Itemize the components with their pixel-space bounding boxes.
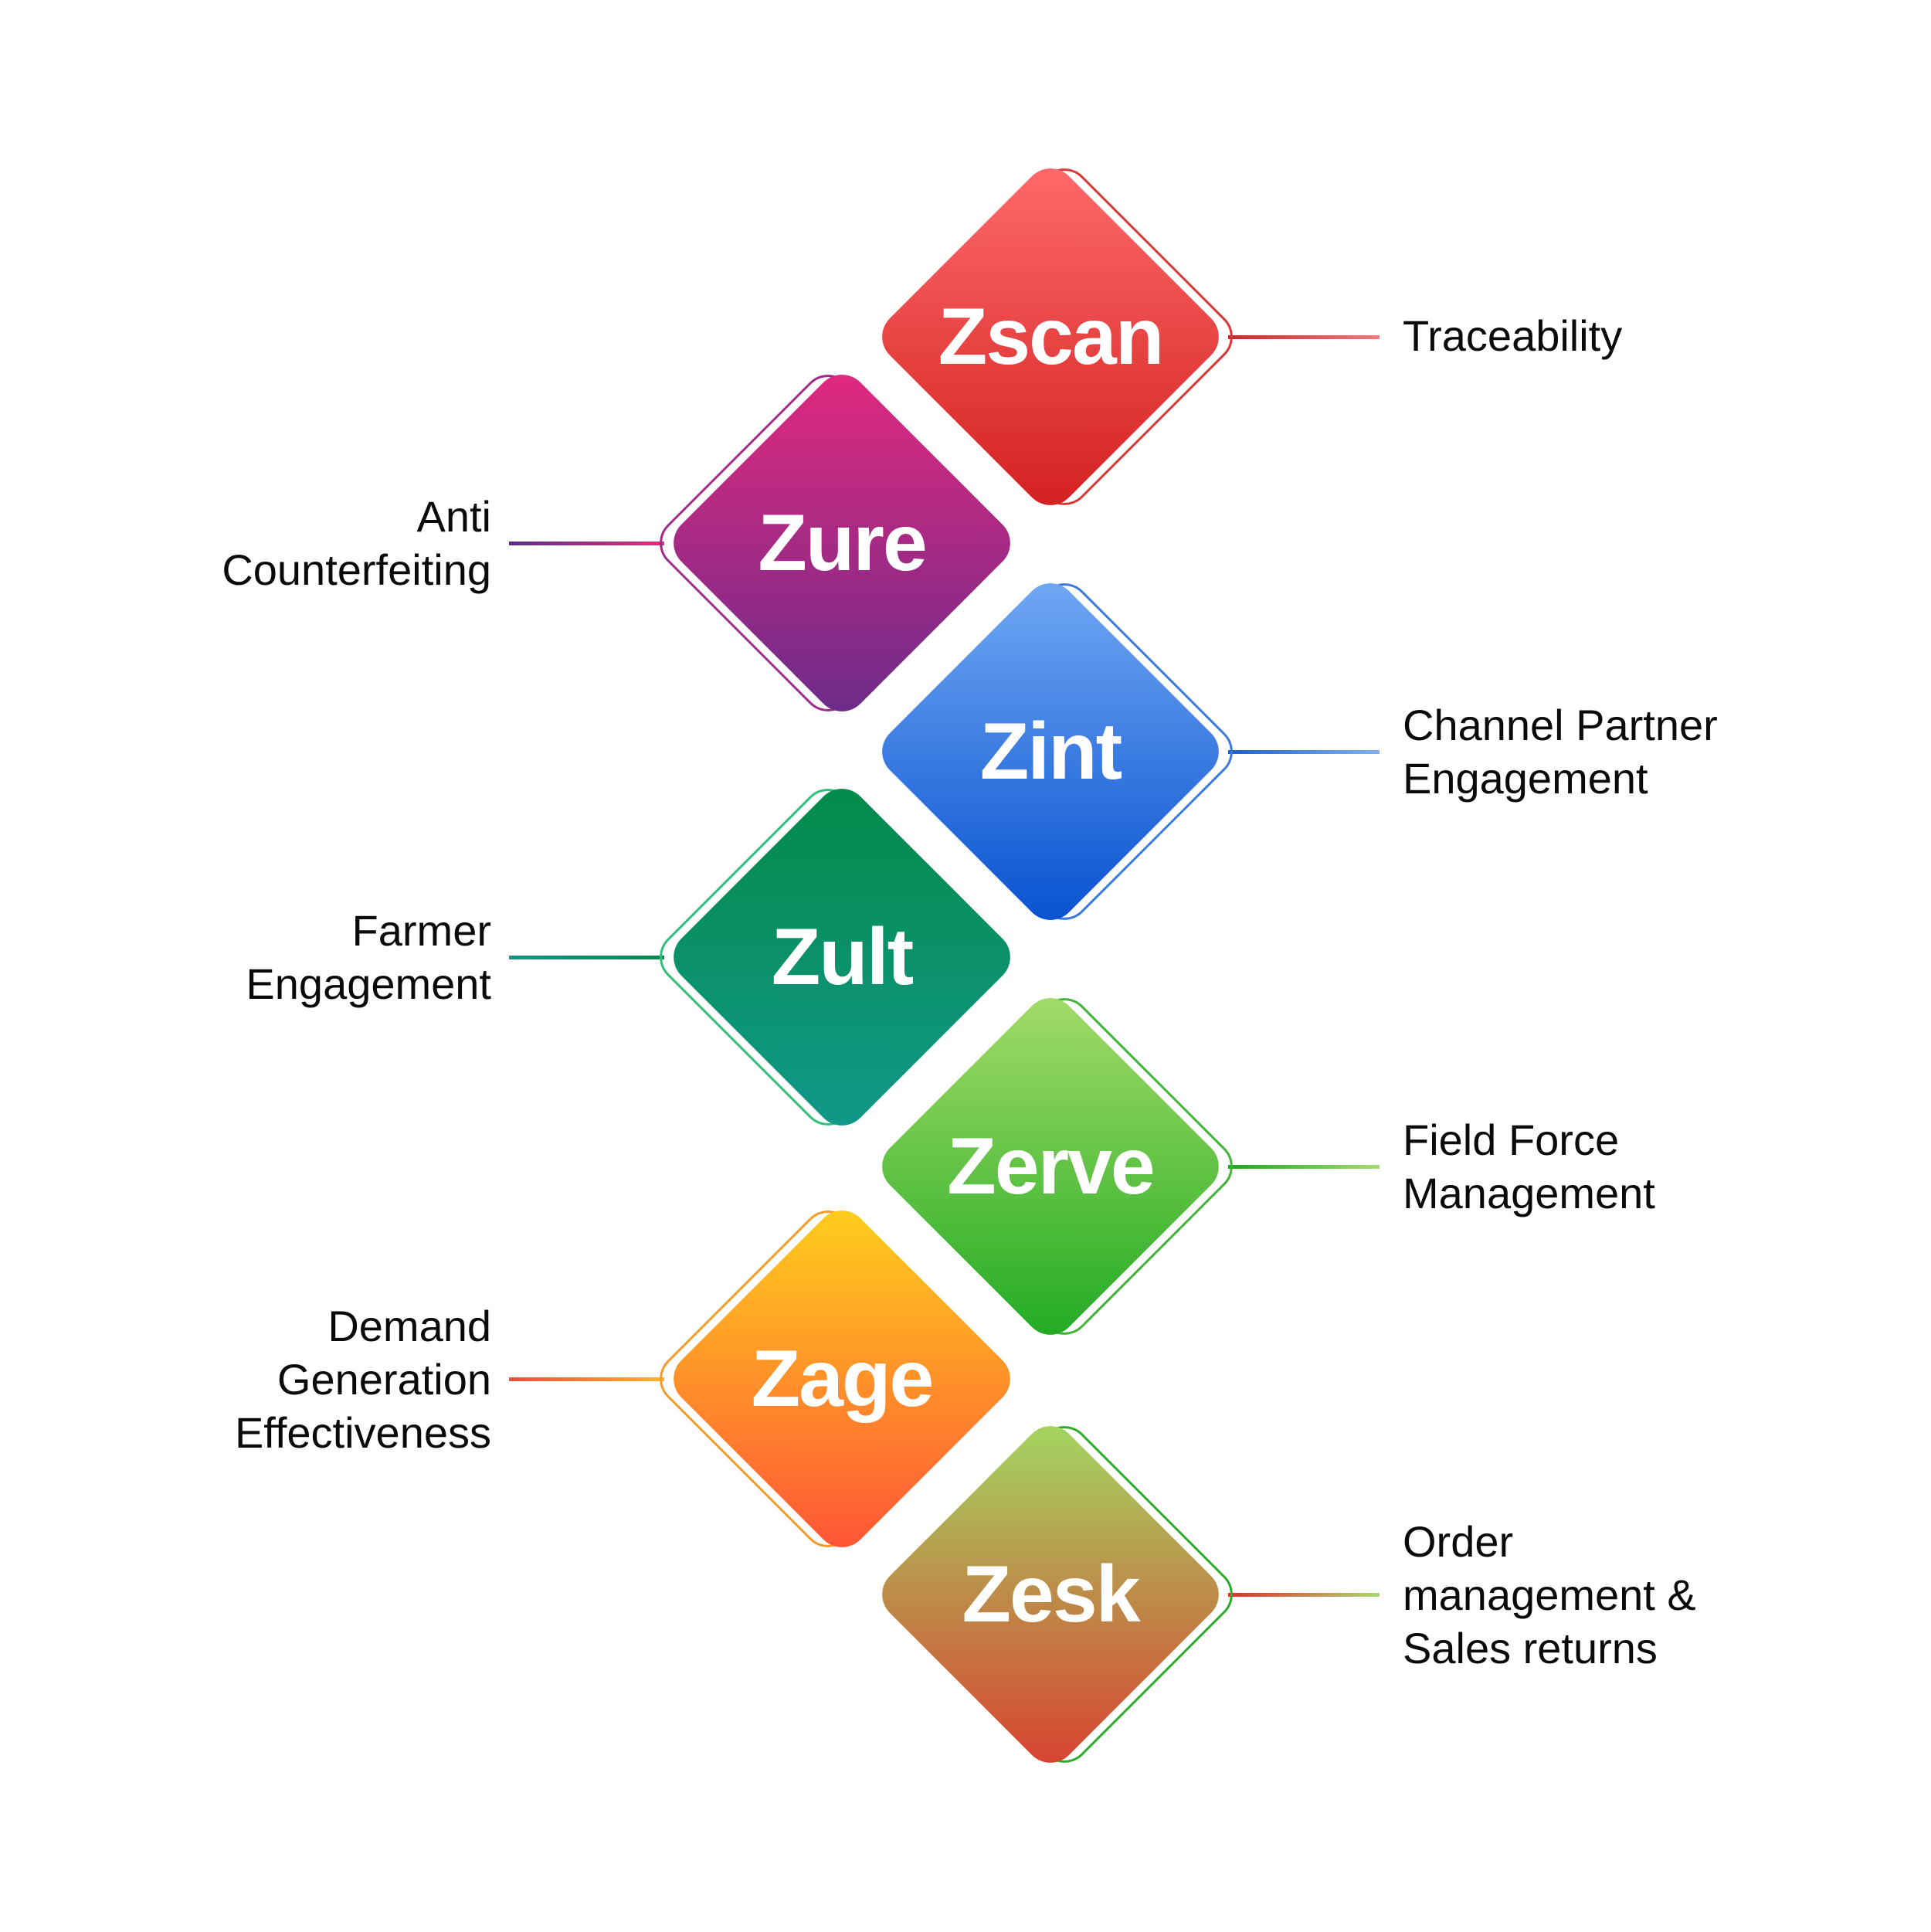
connector-line-zure xyxy=(509,542,664,545)
description-line: Farmer xyxy=(351,906,491,955)
description-line: management & xyxy=(1403,1570,1696,1619)
description-line: Generation xyxy=(277,1354,491,1404)
description-line: Anti xyxy=(416,492,492,541)
connector-line-zerve xyxy=(1228,1165,1380,1169)
product-name: Zscan xyxy=(938,292,1165,382)
product-name: Zage xyxy=(751,1334,935,1424)
description-line: Traceability xyxy=(1403,311,1623,360)
connector-line-zint xyxy=(1228,750,1380,754)
product-name: Zint xyxy=(979,707,1123,796)
description-line: Field Force xyxy=(1403,1115,1620,1164)
description-line: Engagement xyxy=(246,959,491,1008)
description-line: Demand xyxy=(327,1301,491,1350)
connector-line-zesk xyxy=(1228,1593,1380,1597)
connector-line-zult xyxy=(509,956,664,959)
product-description-zscan: Traceability xyxy=(1403,309,1622,362)
connector-line-zscan xyxy=(1228,335,1380,339)
description-line: Order xyxy=(1403,1516,1514,1566)
product-name: Zure xyxy=(758,498,927,588)
description-line: Engagement xyxy=(1403,754,1648,803)
description-line: Management xyxy=(1403,1169,1655,1217)
description-line: Effectiveness xyxy=(234,1407,491,1457)
description-line: Channel Partner xyxy=(1403,701,1718,749)
product-name: Zult xyxy=(771,912,915,1002)
product-name: Zerve xyxy=(947,1122,1156,1211)
product-name: Zesk xyxy=(962,1550,1140,1639)
connector-line-zage xyxy=(509,1377,664,1381)
description-line: Sales returns xyxy=(1403,1623,1658,1672)
description-line: Counterfeiting xyxy=(222,545,491,594)
